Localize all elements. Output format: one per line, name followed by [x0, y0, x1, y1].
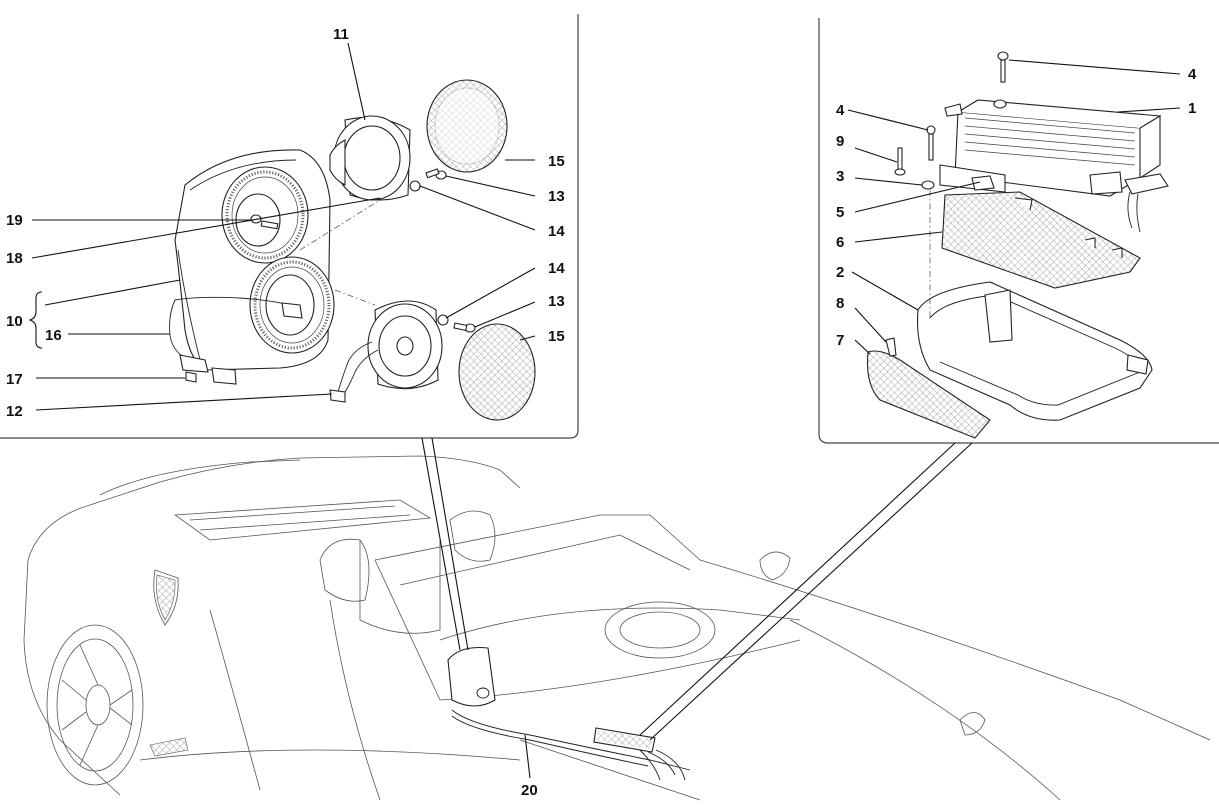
label-19: 19 — [6, 212, 23, 229]
bracket-3-5 — [921, 164, 1006, 193]
callout-lines — [421, 437, 973, 779]
left-panel-frame — [0, 14, 579, 439]
upper-speaker — [329, 115, 411, 201]
label-6: 6 — [836, 234, 844, 251]
bolt-4-top — [993, 51, 1009, 109]
label-2: 2 — [836, 264, 844, 281]
right-panel-frame — [818, 18, 1219, 444]
upper-grille — [426, 79, 508, 173]
car-outline-drawing — [23, 455, 1211, 801]
screw-8 — [885, 337, 897, 357]
label-14-lower: 14 — [548, 260, 565, 277]
label-4-side: 4 — [836, 102, 845, 119]
label-17: 17 — [6, 371, 23, 388]
lower-speaker — [329, 300, 443, 403]
leader-lines-left — [31, 42, 536, 411]
mesh-panel-6 — [941, 191, 1141, 289]
label-4-top: 4 — [1188, 66, 1197, 83]
speaker-pod-housing — [174, 149, 335, 371]
label-11: 11 — [333, 26, 349, 43]
label-7: 7 — [836, 332, 844, 349]
label-1: 1 — [1188, 100, 1196, 117]
label-5: 5 — [836, 204, 844, 221]
upper-washer-screw — [409, 168, 447, 192]
cover-7 — [866, 350, 991, 439]
group-brace — [28, 291, 43, 349]
label-10: 10 — [6, 313, 23, 330]
lower-washer-screw — [437, 314, 476, 333]
lower-grille — [458, 323, 536, 421]
label-16: 16 — [45, 327, 62, 344]
label-13-upper: 13 — [548, 188, 565, 205]
bolt-4-side — [926, 125, 936, 161]
label-20: 20 — [521, 782, 538, 799]
leader-lines-right — [847, 59, 1181, 355]
label-15-lower: 15 — [548, 328, 565, 345]
bolt-9 — [894, 147, 906, 176]
label-3: 3 — [836, 168, 844, 185]
label-15-upper: 15 — [548, 153, 565, 170]
label-9: 9 — [836, 133, 844, 150]
amplifier-connector — [1124, 173, 1169, 233]
label-8: 8 — [836, 295, 844, 312]
wiring-connector-16-17 — [169, 296, 303, 385]
tray-2 — [916, 281, 1153, 421]
label-12: 12 — [6, 403, 23, 420]
label-18: 18 — [6, 250, 23, 267]
label-13-lower: 13 — [548, 293, 565, 310]
label-14-upper: 14 — [548, 223, 565, 240]
